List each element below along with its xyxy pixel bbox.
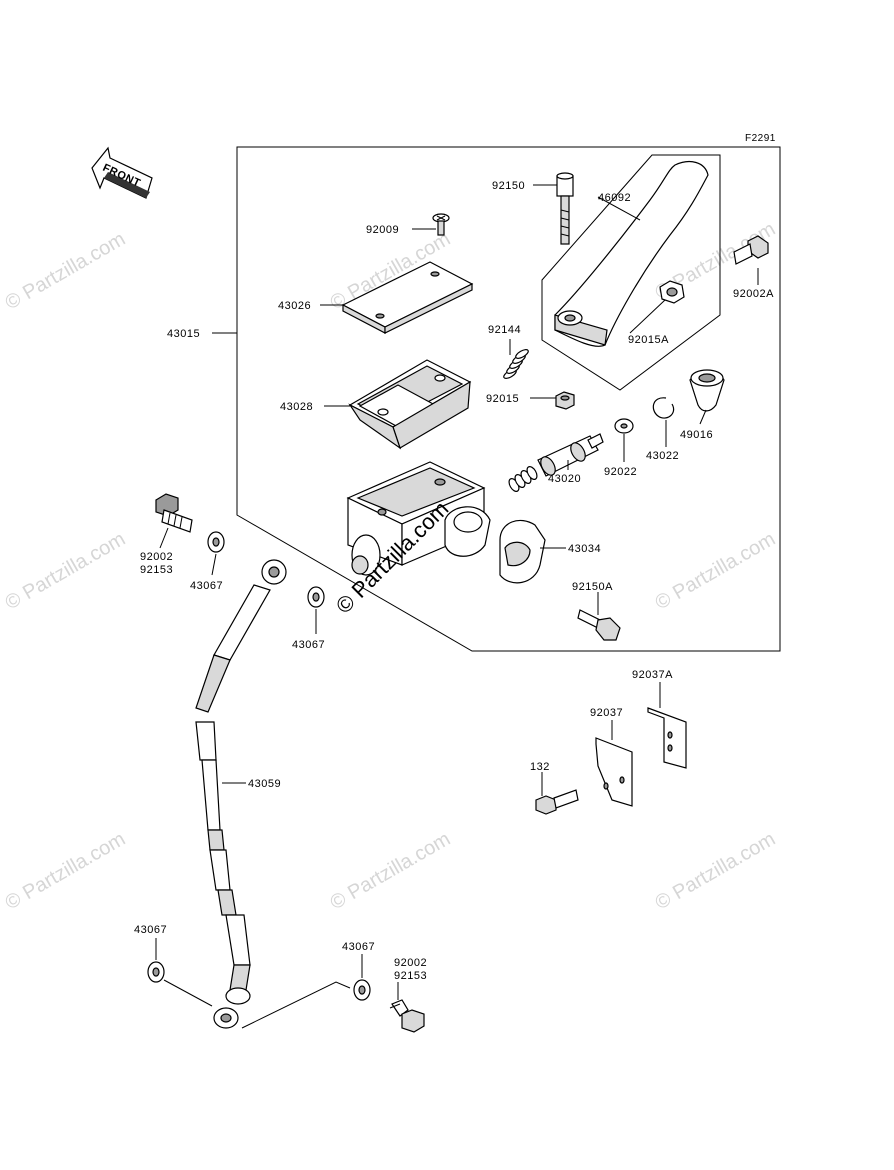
boot-49016 xyxy=(689,369,725,412)
spring-92144 xyxy=(503,349,529,379)
bolt-92002A xyxy=(733,235,769,265)
watermark: © Partzilla.com xyxy=(652,528,780,614)
washer-43067-a xyxy=(207,531,225,553)
label-43026: 43026 xyxy=(278,300,311,312)
circlip-43022 xyxy=(652,397,675,419)
diagram-code: F2291 xyxy=(745,133,776,144)
label-43059: 43059 xyxy=(248,778,281,790)
screw-92009 xyxy=(432,213,450,236)
brake-hose-43059 xyxy=(195,559,287,1029)
label-92022: 92022 xyxy=(604,466,637,478)
washer-43067-c xyxy=(147,961,165,983)
label-43020: 43020 xyxy=(548,473,581,485)
bolt-92150A xyxy=(577,609,621,641)
master-cylinder-body xyxy=(346,461,491,576)
label-43067-c: 43067 xyxy=(134,924,167,936)
label-92015: 92015 xyxy=(486,393,519,405)
diaphragm-43028 xyxy=(348,359,472,450)
label-92153-bottom: 92153 xyxy=(394,970,427,982)
watermark: © Partzilla.com xyxy=(2,528,130,614)
label-92150A: 92150A xyxy=(572,581,613,593)
banjo-bolt-92002-top xyxy=(155,493,193,533)
label-43067-b: 43067 xyxy=(292,639,325,651)
label-43015: 43015 xyxy=(167,328,200,340)
label-92037A: 92037A xyxy=(632,669,673,681)
label-43067-a: 43067 xyxy=(190,580,223,592)
piston-kit-43020 xyxy=(508,433,604,492)
label-46092: 46092 xyxy=(598,192,631,204)
label-43028: 43028 xyxy=(280,401,313,413)
label-92015A: 92015A xyxy=(628,334,669,346)
watermark: © Partzilla.com xyxy=(652,828,780,914)
clamp-43034 xyxy=(499,519,546,584)
label-92009: 92009 xyxy=(366,224,399,236)
label-43022: 43022 xyxy=(646,450,679,462)
label-43067-d: 43067 xyxy=(342,941,375,953)
front-arrow-icon: FRONT xyxy=(91,146,153,199)
label-92002A: 92002A xyxy=(733,288,774,300)
cap-43026 xyxy=(341,261,474,334)
label-132: 132 xyxy=(530,761,550,773)
bracket-92037A xyxy=(647,707,687,769)
assembly-boundary xyxy=(236,146,781,652)
label-92002-top: 92002 xyxy=(140,551,173,563)
watermark: © Partzilla.com xyxy=(327,828,455,914)
leader-lines xyxy=(155,184,759,1029)
part-number-labels: 92150 46092 92009 92002A 43026 92144 430… xyxy=(134,180,774,982)
pivot-bolt-92150 xyxy=(556,172,574,245)
label-43034: 43034 xyxy=(568,543,601,555)
label-92144: 92144 xyxy=(488,324,521,336)
label-92153-top: 92153 xyxy=(140,564,173,576)
washer-43067-b xyxy=(307,586,325,608)
nut-92015 xyxy=(555,391,575,410)
label-92002-bottom: 92002 xyxy=(394,957,427,969)
watermark: © Partzilla.com xyxy=(2,828,130,914)
label-92150: 92150 xyxy=(492,180,525,192)
watermark: © Partzilla.com xyxy=(2,228,130,314)
banjo-bolt-92002-bottom xyxy=(389,999,425,1033)
bolt-132 xyxy=(535,789,579,815)
bracket-92037 xyxy=(595,737,633,807)
washer-92022 xyxy=(614,418,634,434)
nut-92015A xyxy=(659,280,685,304)
washer-43067-d xyxy=(353,979,371,1001)
label-92037: 92037 xyxy=(590,707,623,719)
lever-46092 xyxy=(541,154,721,391)
label-49016: 49016 xyxy=(680,429,713,441)
